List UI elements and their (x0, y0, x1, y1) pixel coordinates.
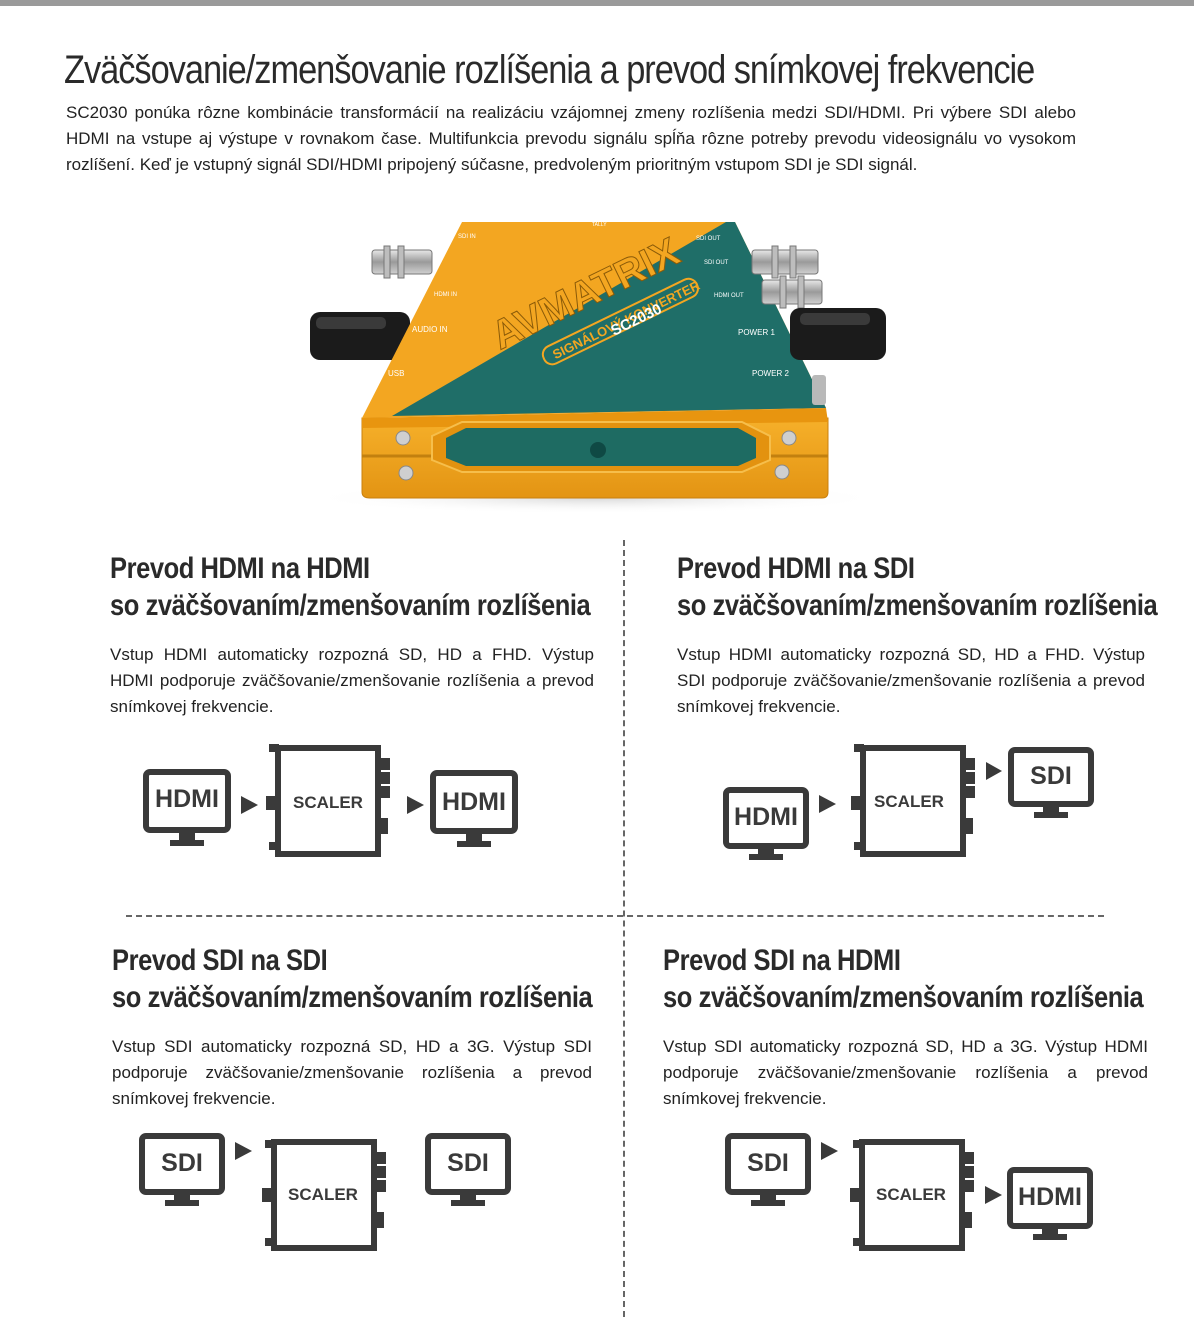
label-power-2: POWER 2 (752, 369, 789, 378)
arrow-right-icon (235, 1142, 252, 1160)
scaler-label: SCALER (288, 1185, 358, 1204)
section-sdi-to-sdi: Prevod SDI na SDI so zväčšovaním/zmenšov… (112, 942, 593, 1112)
output-monitor-label: HDMI (442, 788, 506, 816)
vertical-dashed-divider (623, 540, 625, 1317)
input-monitor-icon: SDI (139, 1133, 225, 1206)
section-description: Vstup HDMI automaticky rozpozná SD, HD a… (110, 645, 594, 716)
scaler-label: SCALER (874, 792, 944, 811)
scaler-icon: SCALER (851, 744, 975, 857)
diagram-hdmi-to-hdmi: HDMI SCALER HDMI (140, 740, 540, 865)
arrow-right-icon (821, 1142, 838, 1160)
section-title: Prevod HDMI na HDMI so zväčšovaním/zmenš… (110, 550, 591, 624)
sc2030-device-illustration: AVMATRIX SIGNÁLOVÝ KONVERTER SC2030 SDI … (0, 222, 1194, 514)
scaler-icon: SCALER (262, 1139, 386, 1251)
output-monitor-icon: SDI (425, 1133, 511, 1206)
label-hdmi-out: HDMI OUT (714, 293, 744, 299)
arrow-right-icon (819, 795, 836, 813)
label-tally: TALLY (592, 222, 607, 228)
output-monitor-icon: HDMI (1007, 1167, 1093, 1240)
input-monitor-icon: HDMI (143, 769, 231, 846)
section-title: Prevod HDMI na SDI so zväčšovaním/zmenšo… (677, 550, 1158, 624)
scaler-icon: SCALER (850, 1139, 974, 1251)
section-description: Vstup HDMI automaticky rozpozná SD, HD a… (677, 645, 1145, 716)
page-title: Zväčšovanie/zmenšovanie rozlíšenia a pre… (64, 48, 1035, 92)
output-monitor-label: SDI (1030, 762, 1072, 790)
output-monitor-icon: HDMI (430, 770, 518, 847)
product-image: AVMATRIX SIGNÁLOVÝ KONVERTER SC2030 SDI … (0, 200, 1194, 520)
arrow-right-icon (407, 796, 424, 814)
label-audio-in: AUDIO IN (412, 325, 448, 334)
section-title: Prevod SDI na SDI so zväčšovaním/zmenšov… (112, 942, 593, 1016)
section-description: Vstup SDI automaticky rozpozná SD, HD a … (663, 1037, 1148, 1108)
input-monitor-icon: HDMI (723, 787, 809, 860)
section-title-line1: Prevod SDI na HDMI (663, 944, 901, 977)
output-monitor-icon: SDI (1008, 747, 1094, 818)
section-title-line1: Prevod HDMI na HDMI (110, 552, 370, 585)
label-sdi-out-2: SDI OUT (704, 260, 729, 266)
diagram-hdmi-to-sdi: HDMI SCALER SDI (718, 740, 1108, 865)
label-usb: USB (388, 369, 404, 378)
output-monitor-label: SDI (447, 1149, 489, 1177)
arrow-right-icon (241, 796, 258, 814)
section-sdi-to-hdmi: Prevod SDI na HDMI so zväčšovaním/zmenšo… (663, 942, 1148, 1112)
horizontal-dashed-divider (126, 915, 1104, 917)
section-title-line1: Prevod SDI na SDI (112, 944, 328, 977)
input-monitor-label: HDMI (155, 785, 219, 813)
label-power-1: POWER 1 (738, 328, 775, 337)
scaler-icon: SCALER (266, 744, 390, 857)
label-hdmi-in: HDMI IN (434, 292, 457, 298)
diagram-sdi-to-hdmi: SDI SCALER HDMI (720, 1130, 1110, 1255)
input-monitor-label: SDI (161, 1149, 203, 1177)
section-title-line2: so zväčšovaním/zmenšovaním rozlíšenia (112, 981, 593, 1014)
section-title-line2: so zväčšovaním/zmenšovaním rozlíšenia (110, 589, 591, 622)
section-hdmi-to-hdmi: Prevod HDMI na HDMI so zväčšovaním/zmenš… (110, 550, 594, 720)
arrow-right-icon (986, 762, 1002, 780)
scaler-label: SCALER (293, 793, 363, 812)
label-sdi-out-1: SDI OUT (696, 236, 721, 242)
section-title-line2: so zväčšovaním/zmenšovaním rozlíšenia (677, 589, 1158, 622)
section-description: Vstup SDI automaticky rozpozná SD, HD a … (112, 1037, 592, 1108)
input-monitor-icon: SDI (725, 1133, 811, 1206)
section-title-line1: Prevod HDMI na SDI (677, 552, 915, 585)
output-monitor-label: HDMI (1018, 1183, 1082, 1211)
scaler-label: SCALER (876, 1185, 946, 1204)
arrow-right-icon (985, 1186, 1002, 1204)
section-title: Prevod SDI na HDMI so zväčšovaním/zmenšo… (663, 942, 1144, 1016)
input-monitor-label: HDMI (734, 803, 798, 831)
section-hdmi-to-sdi: Prevod HDMI na SDI so zväčšovaním/zmenšo… (677, 550, 1158, 720)
input-monitor-label: SDI (747, 1149, 789, 1177)
intro-paragraph: SC2030 ponúka rôzne kombinácie transform… (66, 103, 1076, 174)
label-sdi-in: SDI IN (458, 234, 476, 240)
top-divider-bar (0, 0, 1194, 6)
diagram-sdi-to-sdi: SDI SCALER SDI (134, 1130, 524, 1255)
section-title-line2: so zväčšovaním/zmenšovaním rozlíšenia (663, 981, 1144, 1014)
